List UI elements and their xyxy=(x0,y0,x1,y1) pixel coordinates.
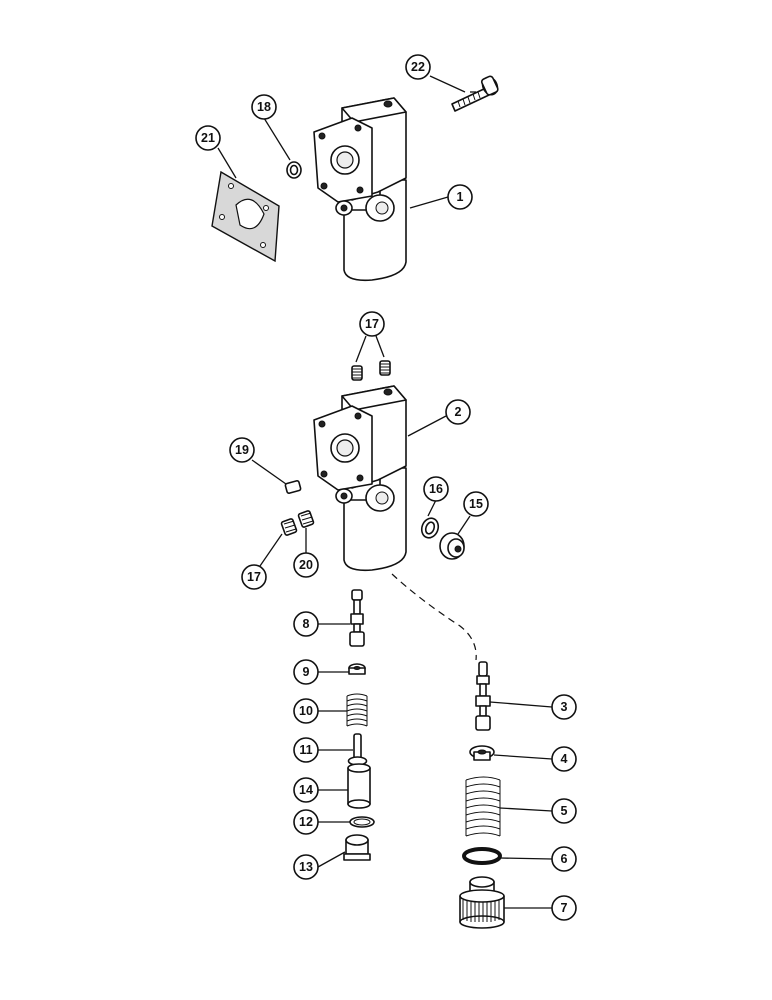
svg-text:14: 14 xyxy=(299,783,313,797)
svg-text:16: 16 xyxy=(429,482,443,496)
part-1-valve-body xyxy=(313,97,407,282)
svg-text:18: 18 xyxy=(257,100,271,114)
part-15-plug xyxy=(439,532,465,560)
svg-text:10: 10 xyxy=(299,704,313,718)
svg-text:1: 1 xyxy=(457,190,464,204)
part-8-spool xyxy=(349,589,365,647)
callout-8: 8 xyxy=(293,611,319,637)
svg-text:21: 21 xyxy=(201,131,215,145)
callout-3: 3 xyxy=(551,694,577,720)
part-18-oring xyxy=(286,161,302,179)
part-17-plugs-upper xyxy=(351,360,391,381)
svg-text:20: 20 xyxy=(299,558,313,572)
callout-20: 20 xyxy=(293,552,319,578)
part-6-oring xyxy=(462,847,502,865)
callout-14: 14 xyxy=(293,777,319,803)
svg-text:13: 13 xyxy=(299,860,313,874)
part-21-gasket xyxy=(211,170,280,263)
callout-9: 9 xyxy=(293,659,319,685)
callout-6: 6 xyxy=(551,846,577,872)
callout-18: 18 xyxy=(251,94,277,120)
svg-text:4: 4 xyxy=(561,752,568,766)
svg-text:2: 2 xyxy=(455,405,462,419)
part-4-seat xyxy=(469,745,495,761)
assembly-dashed-line xyxy=(391,573,477,661)
callout-10: 10 xyxy=(293,698,319,724)
callout-16: 16 xyxy=(423,476,449,502)
svg-text:22: 22 xyxy=(411,60,425,74)
svg-text:12: 12 xyxy=(299,815,313,829)
callout-15: 15 xyxy=(463,491,489,517)
callout-17-upper: 17 xyxy=(359,311,385,337)
part-13-plug xyxy=(343,834,371,861)
part-20-plug xyxy=(297,510,315,528)
callout-5: 5 xyxy=(551,798,577,824)
svg-text:19: 19 xyxy=(235,443,249,457)
callout-1: 1 xyxy=(447,184,473,210)
svg-text:17: 17 xyxy=(365,317,379,331)
callout-22: 22 xyxy=(405,54,431,80)
svg-text:11: 11 xyxy=(299,743,312,757)
svg-text:3: 3 xyxy=(561,700,568,714)
callout-7: 7 xyxy=(551,895,577,921)
part-19-plug xyxy=(284,480,302,494)
svg-text:8: 8 xyxy=(303,617,310,631)
part-22-bolt xyxy=(451,75,499,112)
callout-17-lower: 17 xyxy=(241,564,267,590)
leader-lines xyxy=(217,75,553,909)
svg-text:15: 15 xyxy=(469,497,483,511)
part-9-seat xyxy=(348,663,366,675)
svg-text:6: 6 xyxy=(561,852,568,866)
callout-21: 21 xyxy=(195,125,221,151)
svg-text:7: 7 xyxy=(561,901,568,915)
part-5-spring xyxy=(465,776,501,837)
callout-12: 12 xyxy=(293,809,319,835)
part-2-valve-body xyxy=(313,385,407,572)
part-14-sleeve xyxy=(347,763,371,809)
callout-13: 13 xyxy=(293,854,319,880)
part-7-plug xyxy=(459,876,505,929)
part-16-oring xyxy=(420,517,440,539)
svg-text:5: 5 xyxy=(561,804,568,818)
callout-4: 4 xyxy=(551,746,577,772)
svg-text:9: 9 xyxy=(303,665,310,679)
callout-2: 2 xyxy=(445,399,471,425)
svg-text:17: 17 xyxy=(247,570,261,584)
callout-19: 19 xyxy=(229,437,255,463)
part-12-oring xyxy=(349,816,375,828)
part-10-spring xyxy=(346,693,368,727)
callout-11: 11 xyxy=(293,737,319,763)
part-11-pin xyxy=(347,733,368,766)
part-3-spool xyxy=(475,661,491,731)
part-17-plug-lower xyxy=(280,518,298,536)
